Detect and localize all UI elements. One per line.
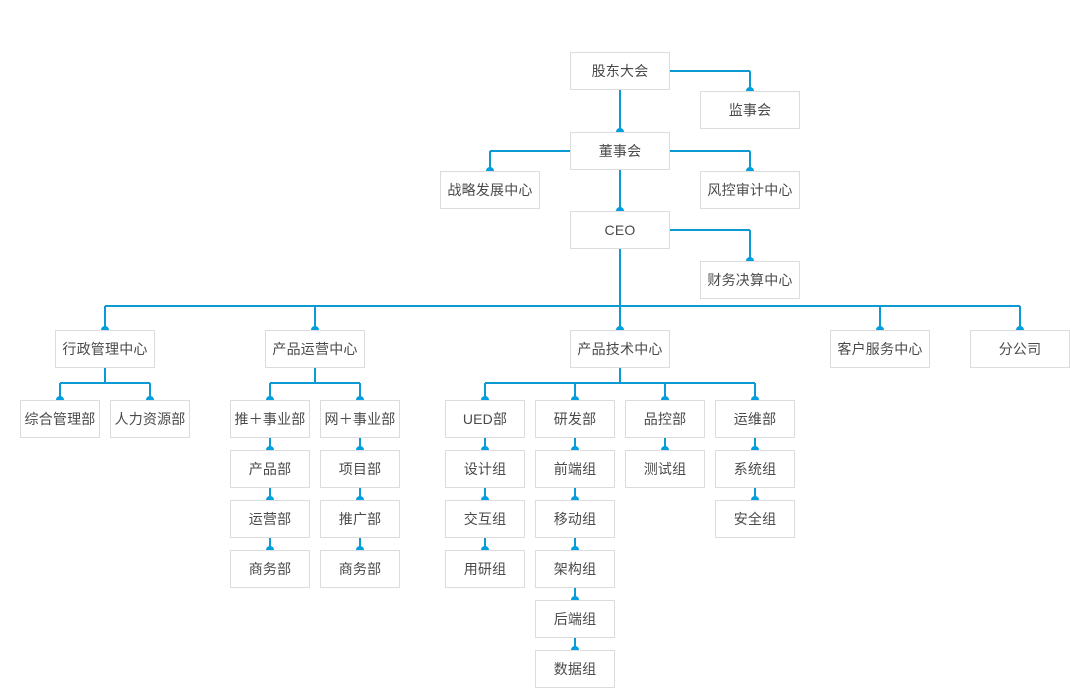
org-node-label: 推＋事业部 [234, 411, 306, 427]
org-node[interactable]: 人力资源部 [110, 400, 190, 438]
org-node[interactable]: 研发部 [535, 400, 615, 438]
org-node[interactable]: 前端组 [535, 450, 615, 488]
org-node-label: 测试组 [643, 461, 687, 477]
org-node[interactable]: 移动组 [535, 500, 615, 538]
org-node-label: 架构组 [553, 561, 597, 577]
org-node-label: 风控审计中心 [707, 182, 793, 198]
org-node[interactable]: 安全组 [715, 500, 795, 538]
org-node[interactable]: 综合管理部 [20, 400, 100, 438]
org-node[interactable]: 测试组 [625, 450, 705, 488]
org-node[interactable]: 客户服务中心 [830, 330, 930, 368]
org-node[interactable]: 系统组 [715, 450, 795, 488]
org-node-label: 后端组 [553, 611, 597, 627]
org-node[interactable]: 运营部 [230, 500, 310, 538]
org-node-label: 客户服务中心 [837, 341, 923, 357]
org-node[interactable]: 网＋事业部 [320, 400, 400, 438]
org-node-label: 前端组 [553, 461, 597, 477]
org-node-label: 商务部 [338, 561, 382, 577]
org-node-label: 战略发展中心 [447, 182, 533, 198]
org-node[interactable]: 设计组 [445, 450, 525, 488]
org-node-label: 运营部 [248, 511, 292, 527]
org-node-label: 产品部 [248, 461, 292, 477]
org-node-label: 移动组 [553, 511, 597, 527]
org-node[interactable]: 推＋事业部 [230, 400, 310, 438]
org-node[interactable]: 分公司 [970, 330, 1070, 368]
org-node-label: 交互组 [463, 511, 507, 527]
org-node[interactable]: CEO [570, 211, 670, 249]
org-node-label: 设计组 [463, 461, 507, 477]
org-node-label: 综合管理部 [24, 411, 96, 427]
org-node[interactable]: 股东大会 [570, 52, 670, 90]
org-node-label: 人力资源部 [114, 411, 186, 427]
org-node-label: UED部 [462, 411, 508, 427]
org-node-label: 网＋事业部 [324, 411, 396, 427]
org-node-label: CEO [604, 222, 636, 238]
org-node[interactable]: 架构组 [535, 550, 615, 588]
org-node-label: 董事会 [598, 143, 642, 159]
org-node[interactable]: 项目部 [320, 450, 400, 488]
org-node[interactable]: 品控部 [625, 400, 705, 438]
org-node[interactable]: 财务决算中心 [700, 261, 800, 299]
org-node-label: 安全组 [733, 511, 777, 527]
org-node-label: 商务部 [248, 561, 292, 577]
org-node-label: 研发部 [553, 411, 597, 427]
org-node-label: 监事会 [728, 102, 772, 118]
org-node[interactable]: 产品技术中心 [570, 330, 670, 368]
org-node-label: 运维部 [733, 411, 777, 427]
org-node[interactable]: 产品部 [230, 450, 310, 488]
org-node-label: 产品运营中心 [272, 341, 358, 357]
org-node[interactable]: 商务部 [320, 550, 400, 588]
org-node[interactable]: 推广部 [320, 500, 400, 538]
org-node[interactable]: UED部 [445, 400, 525, 438]
org-node[interactable]: 战略发展中心 [440, 171, 540, 209]
org-node-label: 推广部 [338, 511, 382, 527]
org-node-label: 系统组 [733, 461, 777, 477]
org-node[interactable]: 行政管理中心 [55, 330, 155, 368]
org-node-label: 行政管理中心 [62, 341, 148, 357]
org-node-label: 财务决算中心 [707, 272, 793, 288]
org-node[interactable]: 数据组 [535, 650, 615, 688]
org-node[interactable]: 产品运营中心 [265, 330, 365, 368]
org-node[interactable]: 董事会 [570, 132, 670, 170]
org-node-label: 产品技术中心 [577, 341, 663, 357]
org-node-label: 数据组 [553, 661, 597, 677]
org-node[interactable]: 后端组 [535, 600, 615, 638]
org-node[interactable]: 风控审计中心 [700, 171, 800, 209]
org-node[interactable]: 监事会 [700, 91, 800, 129]
org-node[interactable]: 用研组 [445, 550, 525, 588]
org-node[interactable]: 交互组 [445, 500, 525, 538]
org-node[interactable]: 运维部 [715, 400, 795, 438]
org-node-label: 分公司 [998, 341, 1042, 357]
org-node[interactable]: 商务部 [230, 550, 310, 588]
org-node-label: 股东大会 [591, 63, 649, 79]
org-node-label: 用研组 [463, 561, 507, 577]
org-node-label: 项目部 [338, 461, 382, 477]
org-node-label: 品控部 [643, 411, 687, 427]
